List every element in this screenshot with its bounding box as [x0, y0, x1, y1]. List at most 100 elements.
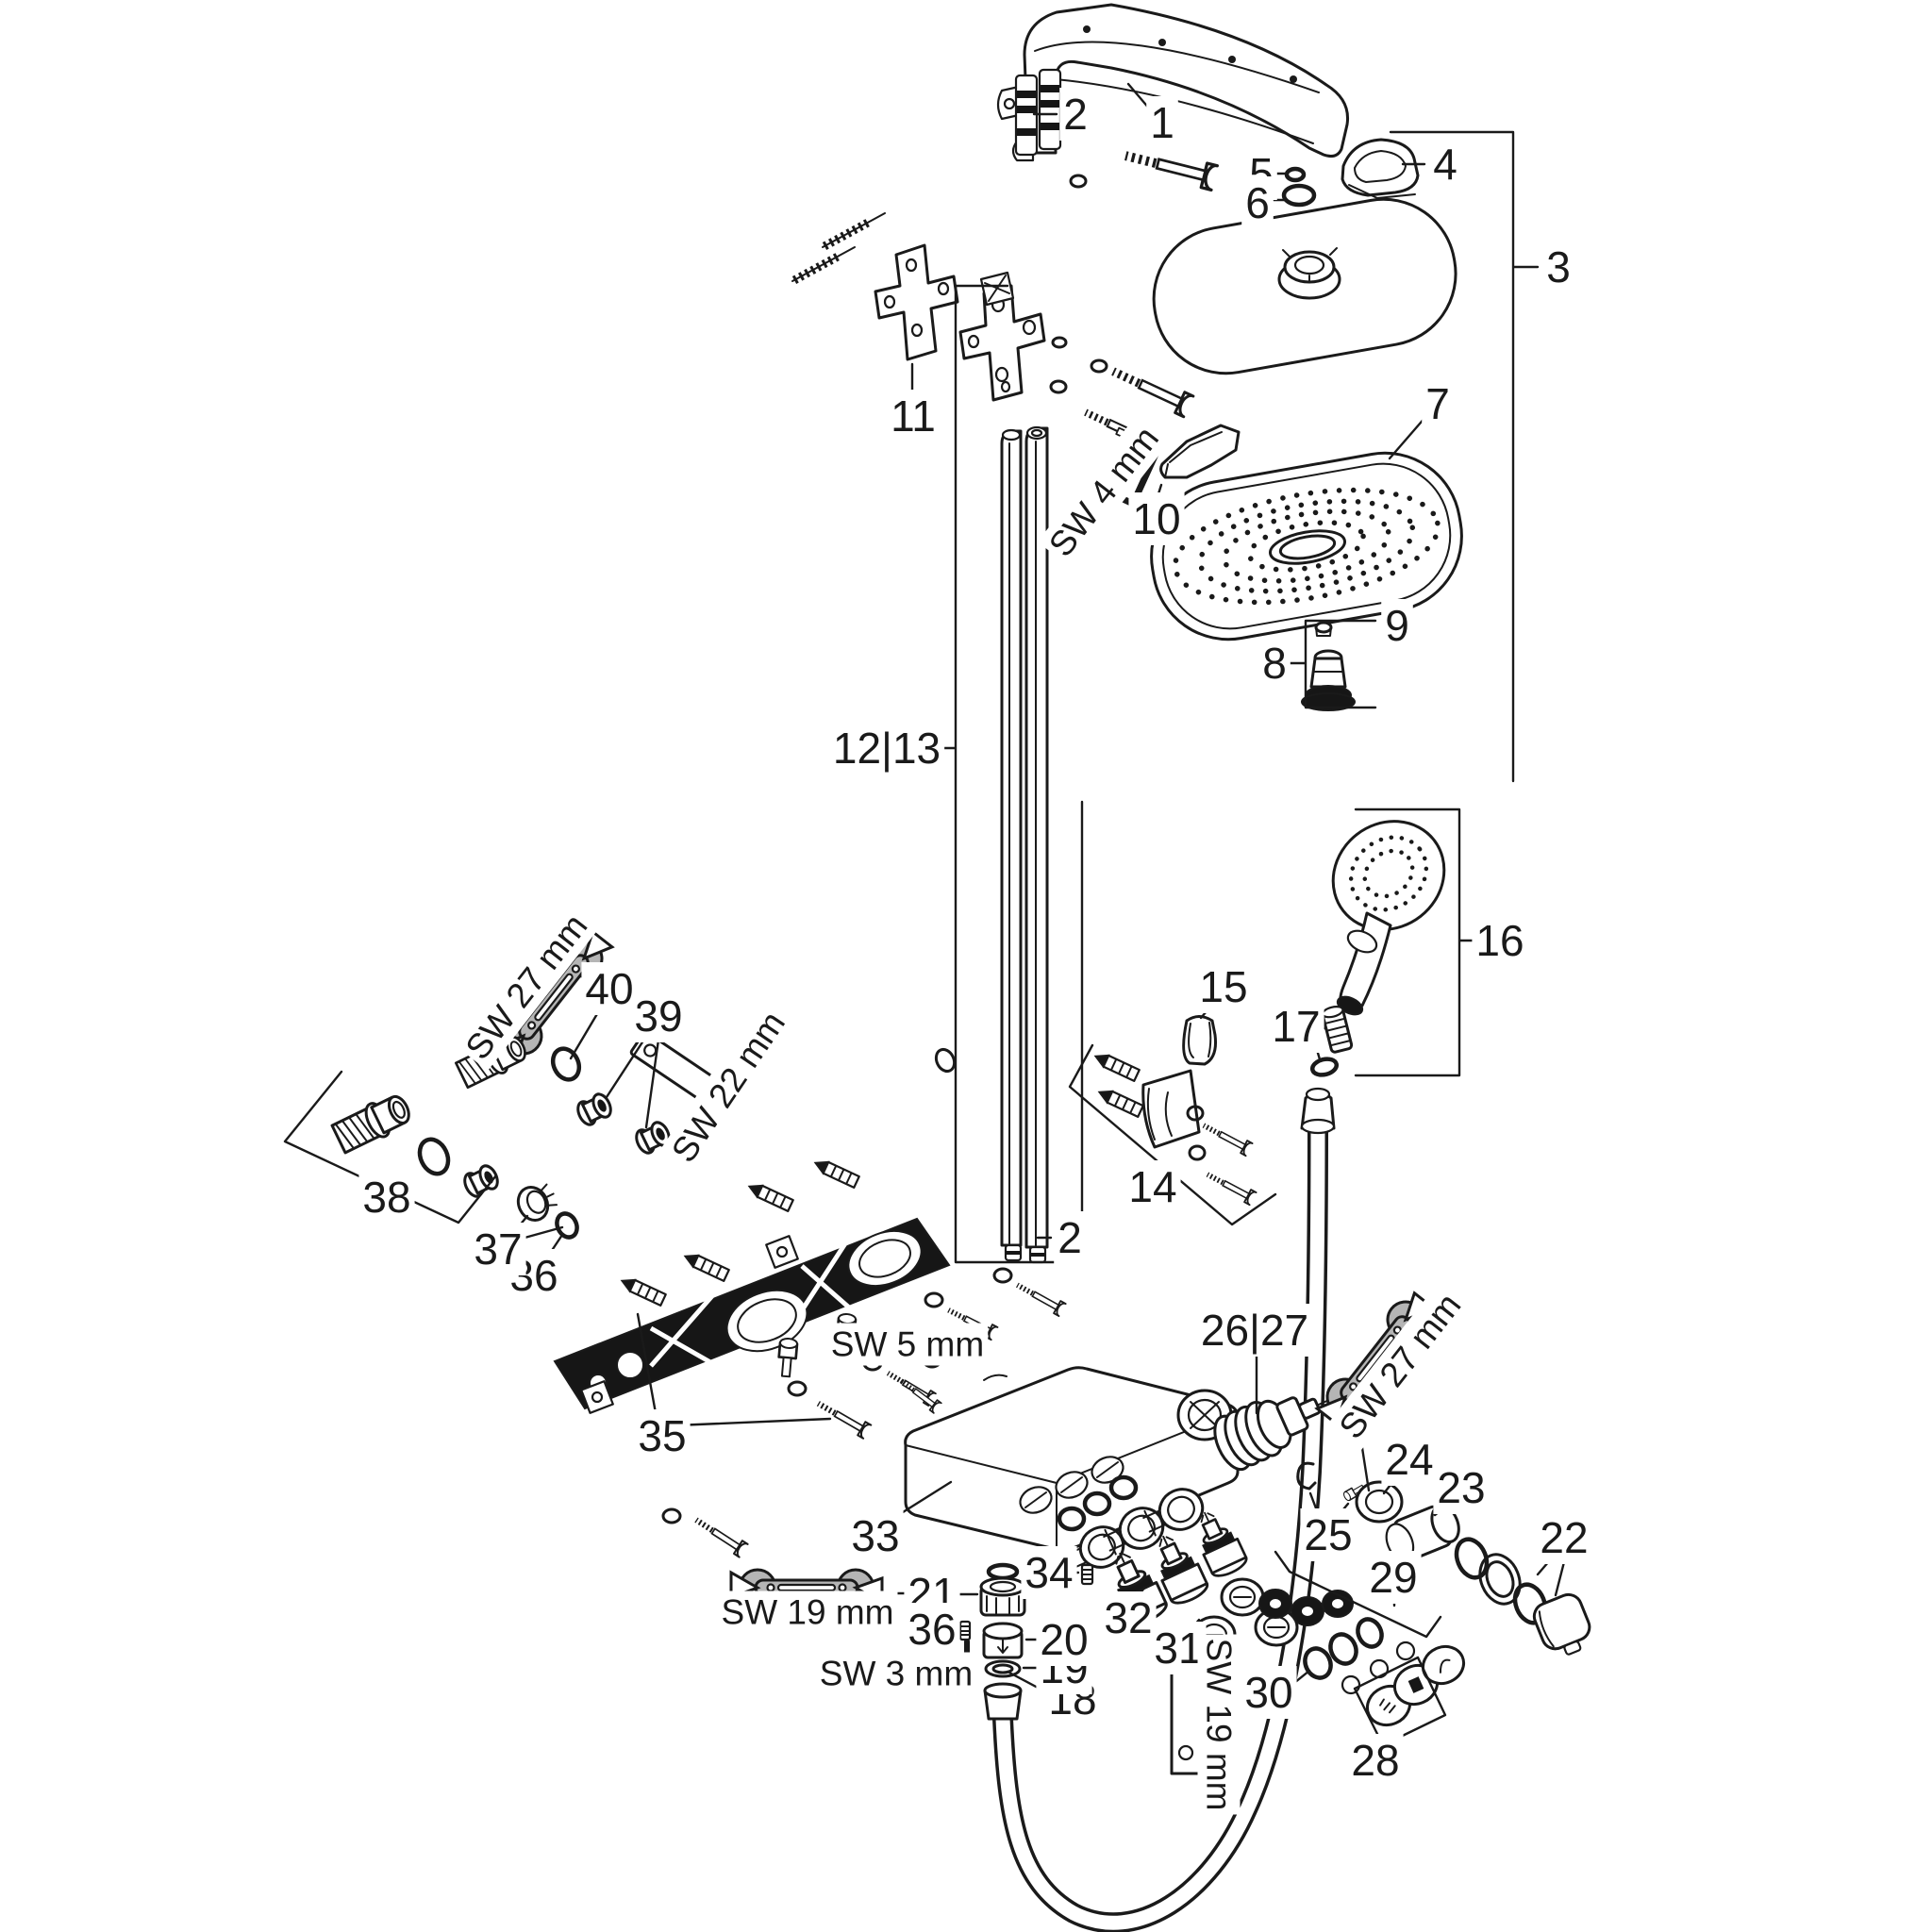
cap-group-31: [1191, 1577, 1354, 1655]
label-background: [1124, 1160, 1181, 1213]
seal-large: [1281, 183, 1317, 208]
label-background: [470, 1223, 526, 1275]
wall-bracket-11: [791, 212, 959, 361]
label-background: [1241, 176, 1274, 229]
label-background: [1327, 1281, 1473, 1451]
hose-connector-column: [729, 1562, 1202, 1775]
connector-nut-21: [979, 1576, 1026, 1617]
part-label-16: 16: [1475, 916, 1524, 965]
label-background: [1196, 1304, 1313, 1357]
label-background: [1054, 1211, 1086, 1264]
knob-caps-28: [1365, 1644, 1466, 1727]
label-background: [1381, 599, 1413, 652]
tool-label-sw3: SW 3 mm: [820, 1655, 973, 1693]
label-background: [1429, 138, 1461, 191]
part-label-36b: 36: [908, 1605, 956, 1654]
part-label-33: 33: [851, 1511, 899, 1560]
arm-connector-part2: [996, 68, 1062, 157]
part-label-20: 20: [1040, 1615, 1088, 1664]
part-label-10: 10: [1132, 494, 1180, 543]
slider-bracket: [958, 271, 1046, 402]
part-label-40: 40: [585, 964, 633, 1013]
tool-label-sw19_vertical: SW 19 mm: [1200, 1639, 1239, 1811]
label-background: [815, 1652, 977, 1695]
part-label-32: 32: [1104, 1593, 1152, 1642]
shower-bar: [1000, 425, 1049, 1264]
part-label-37: 37: [474, 1224, 522, 1274]
label-background: [630, 990, 687, 1042]
label-background: [887, 390, 940, 442]
part-label-38: 38: [362, 1173, 410, 1222]
label-background: [1542, 241, 1574, 293]
cover-part-10: [1159, 424, 1241, 479]
label-background: [1146, 96, 1178, 149]
part-label-11: 11: [891, 391, 936, 441]
label-background: [1268, 1000, 1324, 1053]
overhead-spray-plate: [1150, 451, 1463, 641]
part-label-23: 23: [1437, 1463, 1485, 1512]
valve-cartridges: [1057, 1474, 1251, 1630]
part-label-30: 30: [1244, 1668, 1292, 1717]
part-label-26_27: 26|27: [1201, 1306, 1308, 1355]
check-valve-20: [982, 1622, 1024, 1659]
socket-sw19: [1170, 1658, 1202, 1775]
label-background: [717, 1591, 898, 1634]
label-background: [1433, 1461, 1490, 1514]
shower-holder: [1182, 1015, 1217, 1066]
label-background: [1197, 1634, 1241, 1815]
part-label-28: 28: [1351, 1736, 1399, 1785]
thermostat-cartridge: [1213, 1396, 1329, 1472]
part-label-22: 22: [1540, 1513, 1588, 1562]
handle-chain: [1313, 1286, 1591, 1656]
label-background: [1059, 88, 1091, 141]
part-label-29: 29: [1369, 1553, 1417, 1602]
part-label-39: 39: [634, 991, 682, 1041]
part-label-24: 24: [1385, 1435, 1433, 1484]
spray-nozzle-assembly: [1301, 621, 1356, 711]
part-label-15: 15: [1199, 962, 1247, 1011]
label-background: [1037, 415, 1171, 568]
handle-knob: [1532, 1592, 1591, 1656]
part-label-17: 17: [1272, 1002, 1320, 1051]
label-background: [1536, 1511, 1592, 1564]
left-fitting-group: [329, 924, 957, 1240]
label-background: [847, 1509, 904, 1562]
part-label-4: 4: [1433, 140, 1457, 189]
mounting-plate: [553, 1156, 1066, 1557]
part-labels: 1223456789101112|13141516171819202122232…: [358, 88, 1592, 1787]
part-label-7: 7: [1425, 379, 1450, 428]
escutcheon-clip: [1341, 138, 1420, 199]
label-background: [1258, 637, 1291, 690]
part-label-3: 3: [1546, 242, 1571, 291]
label-background: [1100, 1591, 1157, 1644]
seal-small: [1284, 166, 1307, 183]
overhead-shower-cover: [1152, 197, 1457, 375]
label-background: [634, 1409, 691, 1462]
label-background: [454, 902, 599, 1072]
part-label-14: 14: [1128, 1162, 1176, 1211]
part-label-25: 25: [1304, 1510, 1352, 1559]
hose-nut-18: [983, 1682, 1023, 1721]
washer-19: [984, 1659, 1022, 1678]
part-label-35: 35: [638, 1411, 686, 1460]
label-background: [1241, 1666, 1297, 1719]
part-label-8: 8: [1262, 639, 1287, 688]
label-background: [581, 962, 638, 1015]
label-background: [828, 722, 945, 774]
label-background: [904, 1603, 960, 1656]
label-background: [1347, 1734, 1404, 1787]
label-background: [1150, 1622, 1207, 1674]
label-background: [1422, 377, 1454, 430]
holder-bracket-group: [1091, 1049, 1257, 1205]
tool-label-sw19_left: SW 19 mm: [722, 1593, 894, 1632]
label-background: [1036, 1613, 1092, 1666]
part-label-1: 1: [1150, 98, 1174, 147]
part-label-6: 6: [1245, 178, 1270, 227]
label-background: [1381, 1433, 1438, 1486]
oring-chain-30: [1303, 1617, 1416, 1695]
part-label-2b: 2: [1058, 1213, 1082, 1262]
label-background: [1021, 1546, 1077, 1599]
tool-label-sw5: SW 5 mm: [831, 1325, 984, 1364]
